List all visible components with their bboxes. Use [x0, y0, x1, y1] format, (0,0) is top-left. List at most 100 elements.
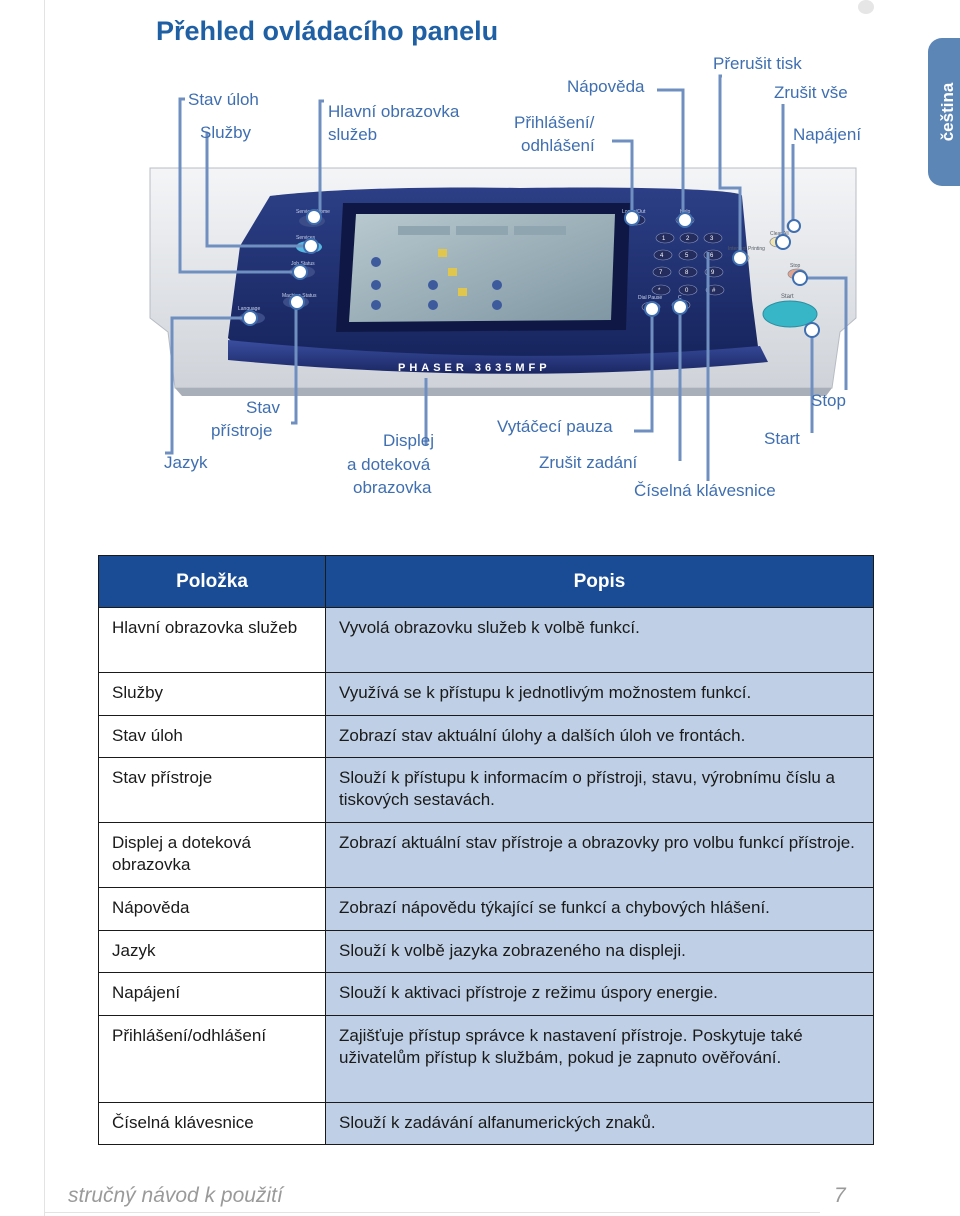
corner-dot [858, 0, 874, 14]
callout-lines [165, 74, 848, 481]
label-ciselna-klavesnice: Číselná klávesnice [634, 481, 776, 500]
table-row: Služby Využívá se k přístupu k jednotliv… [98, 672, 874, 716]
table-row: Nápověda Zobrazí nápovědu týkající se fu… [98, 887, 874, 931]
language-caption: Language [238, 306, 260, 312]
row-desc: Využívá se k přístupu k jednotlivým možn… [325, 672, 874, 716]
label-stop: Stop [811, 391, 846, 410]
screen-button-4 [428, 280, 438, 290]
label-stav-pristroje-2: přístroje [211, 421, 273, 440]
screen-icon-2 [448, 268, 457, 276]
label-zrusit-vse: Zrušit vše [774, 83, 848, 102]
callout-line-stav-uloh [178, 97, 298, 274]
table-row: Hlavní obrazovka služeb Vyvolá obrazovku… [98, 607, 874, 673]
keypad-key [705, 284, 725, 296]
callout-line-sluzby [205, 132, 305, 248]
start-button [762, 300, 818, 328]
label-stav-pristroje-1: Stav [246, 398, 281, 417]
table-header-row: Položka Popis [98, 555, 874, 608]
label-napoveda: Nápověda [567, 77, 645, 96]
label-hlavni-obrazovka-1: Hlavní obrazovka [328, 102, 460, 121]
description-table: Položka Popis Hlavní obrazovka služeb Vy… [98, 555, 874, 1145]
keypad-key [651, 284, 671, 296]
screen-tab-3 [514, 226, 566, 235]
label-sluzby: Služby [200, 123, 252, 142]
header-popis: Popis [325, 555, 874, 608]
callout-marker [677, 212, 693, 228]
screen-button-3 [371, 300, 381, 310]
screen-button-6 [492, 280, 502, 290]
page-frame-bottom [44, 1212, 820, 1213]
callout-line-prerusit [718, 74, 742, 256]
callout-line-jazyk [165, 316, 250, 455]
page-number: 7 [834, 1184, 846, 1207]
keypad-key-label: # [712, 288, 716, 294]
start-caption: Start [781, 294, 794, 300]
table-row: Číselná klávesnice Slouží k zadávání alf… [98, 1102, 874, 1145]
machine-front-edge [175, 388, 832, 396]
callout-line-stop [800, 276, 848, 390]
label-hlavni-obrazovka-2: služeb [328, 125, 378, 144]
keypad-key-label: 9 [711, 270, 715, 276]
job-status-caption: Job Status [291, 261, 315, 267]
label-stav-uloh: Stav úloh [188, 90, 259, 109]
table-row: Jazyk Slouží k volbě jazyka zobrazeného … [98, 930, 874, 973]
keypad-key [653, 249, 673, 261]
keypad-key-label: 0 [685, 288, 689, 294]
row-item: Služby [98, 672, 326, 716]
panel-strip [228, 340, 768, 374]
callout-marker [242, 310, 258, 326]
callout-marker [804, 322, 820, 338]
callout-marker [303, 238, 319, 254]
screen-button-1 [371, 257, 381, 267]
row-desc: Slouží k volbě jazyka zobrazeného na dis… [325, 930, 874, 973]
callout-marker [672, 299, 688, 315]
row-desc: Slouží k přístupu k informacím o přístro… [325, 757, 874, 823]
row-desc: Zobrazí aktuální stav přístroje a obrazo… [325, 822, 874, 888]
callout-marker [624, 210, 640, 226]
keypad: 1 2 3 4 5 6 7 8 9 * 0 # [651, 232, 725, 296]
screen-button-2 [371, 280, 381, 290]
keypad-key-label: 7 [659, 270, 663, 276]
callout-line-stav-pristroje [291, 302, 298, 425]
keypad-key-label: * [658, 288, 661, 294]
footer-title: stručný návod k použití [68, 1184, 283, 1207]
label-prihlaseni-1: Přihlášení/ [514, 113, 595, 132]
row-desc: Slouží k zadávání alfanumerických znaků. [325, 1102, 874, 1145]
keypad-key-label: 4 [660, 253, 664, 259]
callout-marker [732, 250, 748, 266]
label-vytaceci-pauza: Vytáčecí pauza [497, 417, 613, 436]
row-desc: Zobrazí stav aktuální úlohy a dalších úl… [325, 715, 874, 758]
screen-tab-1 [398, 226, 450, 235]
model-name: PHASER 3635MFP [398, 362, 551, 374]
screen-button-7 [492, 300, 502, 310]
table-row: Napájení Slouží k aktivaci přístroje z r… [98, 972, 874, 1016]
row-item: Napájení [98, 972, 326, 1016]
stop-caption: Stop [790, 263, 801, 269]
label-napajeni: Napájení [793, 125, 862, 144]
display-screen [349, 214, 615, 322]
control-panel-illustration: Services Home Services Job Status Machin… [149, 74, 857, 481]
label-displej-1: Displej [383, 431, 435, 450]
keypad-key [703, 232, 723, 244]
keypad-key [678, 284, 698, 296]
keypad-key-label: 3 [710, 236, 714, 242]
callout-line-napoveda [657, 88, 685, 220]
label-prerusit-tisk: Přerušit tisk [713, 54, 802, 73]
row-desc: Zajišťuje přístup správce k nastavení př… [325, 1015, 874, 1103]
row-item: Jazyk [98, 930, 326, 973]
table-row: Displej a doteková obrazovka Zobrazí akt… [98, 822, 874, 888]
label-prihlaseni-2: odhlášení [521, 136, 595, 155]
row-item: Číselná klávesnice [98, 1102, 326, 1145]
row-desc: Zobrazí nápovědu týkající se funkcí a ch… [325, 887, 874, 931]
callout-marker [292, 264, 308, 280]
screen-button-5 [428, 300, 438, 310]
row-desc: Vyvolá obrazovku služeb k volbě funkcí. [325, 607, 874, 673]
help-caption: Help [680, 209, 691, 215]
dial-pause-caption: Dial Pause [638, 295, 662, 301]
keypad-key [652, 266, 672, 278]
keypad-key [678, 249, 698, 261]
language-tab[interactable]: čeština [928, 38, 960, 186]
services-caption: Services [296, 235, 316, 241]
table-row: Stav přístroje Slouží k přístupu k infor… [98, 757, 874, 823]
screen-icon-3 [458, 288, 467, 296]
